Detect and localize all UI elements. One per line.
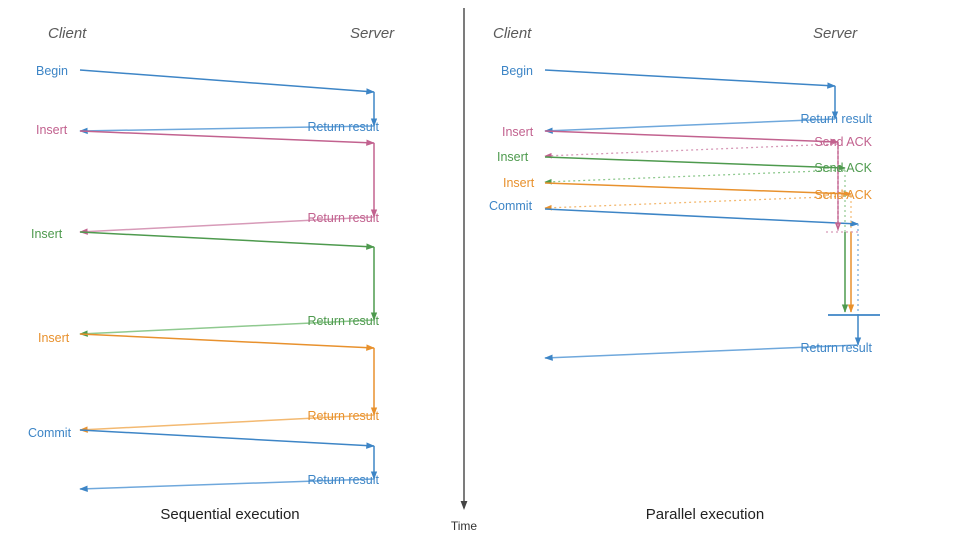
lane-title-server: Server (350, 25, 395, 42)
message-insert2-response (79, 319, 375, 337)
client-label-sequential-4: Commit (28, 426, 72, 440)
message-insert2-request (544, 156, 846, 171)
server-label-sequential-1: Return result (307, 211, 379, 225)
client-label-parallel-3: Insert (503, 176, 535, 190)
message-commit-request (79, 429, 375, 449)
server-label-parallel-3: Send ACK (814, 188, 872, 202)
message-begin-response (79, 125, 375, 135)
lane-title-server: Server (813, 25, 858, 42)
message-insert1-request (544, 130, 839, 145)
time-axis-arrowhead (460, 501, 468, 510)
server-label-sequential-3: Return result (307, 409, 379, 423)
message-insert3-response (79, 414, 375, 433)
message-insert2-request (79, 231, 375, 250)
client-label-parallel-1: Insert (502, 125, 534, 139)
client-label-parallel-0: Begin (501, 64, 533, 78)
message-insert3-ack (544, 195, 852, 211)
message-commit-response (79, 478, 375, 492)
client-label-sequential-2: Insert (31, 227, 63, 241)
message-begin-request (544, 69, 836, 89)
message-insert3-request (79, 333, 375, 351)
message-insert2-ack (544, 169, 846, 185)
lane-title-client: Client (48, 25, 87, 42)
server-label-parallel-0: Return result (800, 112, 872, 126)
server-label-parallel-2: Send ACK (814, 161, 872, 175)
time-axis-layer: Time (451, 8, 478, 533)
server-label-sequential-4: Return result (307, 473, 379, 487)
client-label-sequential-0: Begin (36, 64, 68, 78)
message-begin-request (79, 69, 375, 95)
message-insert1-ack (544, 143, 839, 159)
message-insert1-response (79, 216, 375, 235)
server-label-sequential-0: Return result (307, 120, 379, 134)
client-label-parallel-2: Insert (497, 150, 529, 164)
message-commit-response (544, 344, 859, 361)
server-label-parallel-4: Return result (800, 341, 872, 355)
client-label-sequential-3: Insert (38, 331, 70, 345)
panel-caption-parallel: Parallel execution (646, 506, 764, 523)
client-label-parallel-4: Commit (489, 199, 533, 213)
time-axis-label: Time (451, 519, 478, 533)
message-begin-response (544, 118, 836, 134)
client-label-sequential-1: Insert (36, 123, 68, 137)
message-insert3-request (544, 182, 852, 197)
server-label-sequential-2: Return result (307, 314, 379, 328)
lane-title-client: Client (493, 25, 532, 42)
server-label-parallel-1: Send ACK (814, 135, 872, 149)
panel-caption-sequential: Sequential execution (160, 506, 299, 523)
message-insert1-request (79, 130, 375, 146)
message-commit-request (544, 208, 859, 227)
